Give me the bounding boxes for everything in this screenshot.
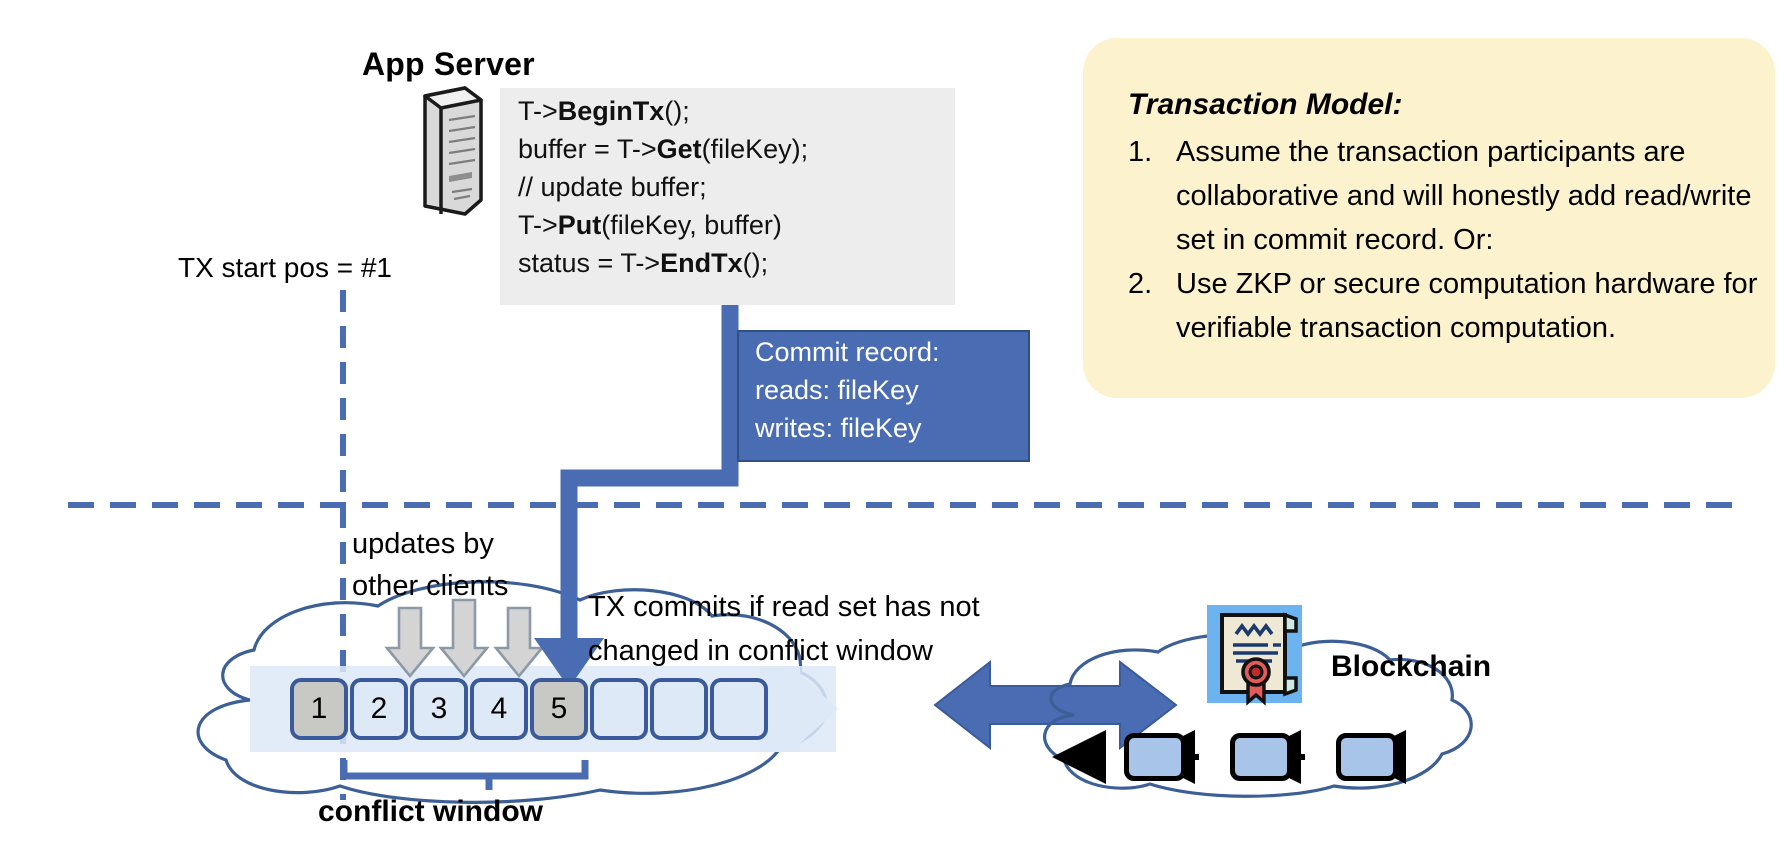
log-cell[interactable]: 4 — [470, 678, 528, 740]
code-panel — [500, 88, 955, 305]
transaction-model-item-number: 2. — [1128, 268, 1153, 300]
commit-record-writes: writes: fileKey — [755, 413, 922, 443]
log-cell[interactable] — [710, 678, 768, 740]
tx-commits-line-0: TX commits if read set has not — [588, 591, 980, 623]
app-server-title: App Server — [362, 46, 535, 82]
transaction-model-item: 1. Assume the transaction participants a… — [1128, 130, 1768, 262]
updates-by-other-clients-label: updates by other clients — [352, 523, 508, 607]
commit-record-text: Commit record: reads: fileKey writes: fi… — [755, 333, 1035, 447]
conflict-window-label: conflict window — [318, 795, 543, 828]
log-cell[interactable]: 2 — [350, 678, 408, 740]
update-arrow-1 — [384, 606, 436, 679]
transaction-model-item: 2. Use ZKP or secure computation hardwar… — [1128, 262, 1768, 350]
log-continues-chevron — [790, 666, 838, 752]
transaction-model-list: 1. Assume the transaction participants a… — [1128, 130, 1768, 350]
code-line-3: T->Put(fileKey, buffer) — [518, 210, 782, 240]
code-line-4: status = T->EndTx(); — [518, 248, 769, 278]
certificate-icon — [1207, 605, 1302, 706]
commit-record-title: Commit record: — [755, 337, 940, 367]
log-cell[interactable] — [590, 678, 648, 740]
tx-start-pos-label: TX start pos = #1 — [178, 252, 392, 283]
log-cell[interactable]: 5 — [530, 678, 588, 740]
code-line-0: T->BeginTx(); — [518, 96, 690, 126]
updates-label-line-1: other clients — [352, 570, 509, 602]
transaction-model-item-text: Assume the transaction participants are … — [1176, 136, 1752, 256]
blockchain-block[interactable] — [1230, 733, 1292, 781]
tx-commits-line-1: changed in conflict window — [588, 635, 933, 667]
commit-record-box — [737, 330, 1030, 462]
log-cell[interactable]: 3 — [410, 678, 468, 740]
blockchain-block[interactable] — [1124, 733, 1186, 781]
log-cell[interactable]: 1 — [290, 678, 348, 740]
conflict-window-brace — [340, 760, 589, 790]
update-arrow-3 — [493, 606, 545, 679]
code-line-2: // update buffer; — [518, 172, 707, 202]
update-arrow-2 — [438, 598, 490, 679]
transaction-model-item-number: 1. — [1128, 136, 1153, 168]
blockchain-label: Blockchain — [1331, 650, 1492, 683]
update-arrows-group — [384, 598, 545, 679]
transaction-model-title: Transaction Model: — [1128, 88, 1403, 121]
tx-commits-condition-label: TX commits if read set has not changed i… — [588, 585, 980, 673]
log-cell[interactable] — [650, 678, 708, 740]
updates-label-line-0: updates by — [352, 528, 494, 560]
transaction-model-callout — [1083, 38, 1775, 398]
commit-record-reads: reads: fileKey — [755, 375, 919, 405]
transaction-model-item-text: Use ZKP or secure computation hardware f… — [1176, 268, 1758, 344]
code-snippet: T->BeginTx(); buffer = T->Get(fileKey); … — [518, 92, 968, 282]
server-icon — [423, 86, 483, 216]
blockchain-block[interactable] — [1336, 733, 1398, 781]
code-line-1: buffer = T->Get(fileKey); — [518, 134, 809, 164]
